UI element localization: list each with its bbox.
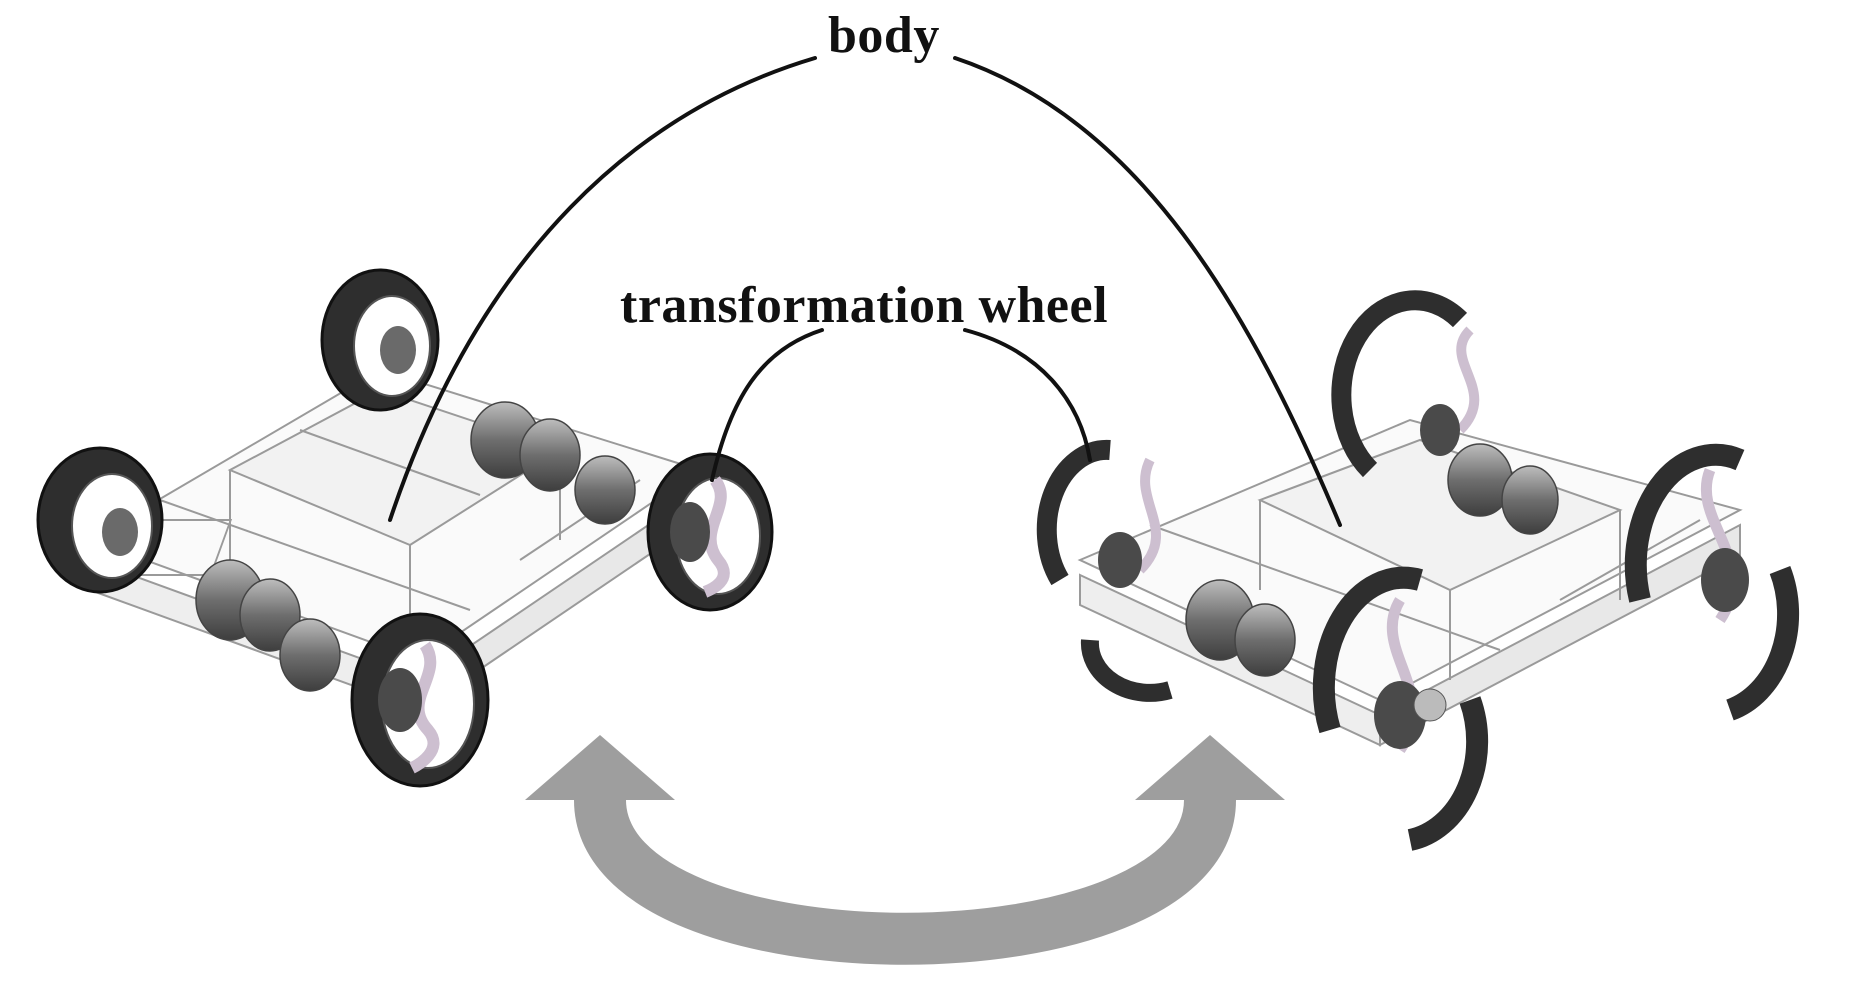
leader-body-left xyxy=(388,56,817,522)
leader-wheel-left xyxy=(710,328,824,482)
leg-wheel-right-back-bottom xyxy=(1036,439,1173,702)
label-body: body xyxy=(828,7,940,64)
leg-wheel-right-back-top xyxy=(1331,290,1480,478)
transformation-arrow xyxy=(525,735,1285,965)
leg-wheel-right-front-bottom xyxy=(1312,566,1489,851)
leg-wheel-right-front-top xyxy=(1624,443,1800,721)
leader-lines xyxy=(388,56,1342,527)
motors-left xyxy=(195,401,636,692)
wheel-left-back-top xyxy=(320,268,440,412)
label-transformation-wheel: transformation wheel xyxy=(620,277,1109,334)
wheel-left-front-top xyxy=(646,452,774,612)
leader-wheel-right xyxy=(963,328,1092,462)
wheel-left-front-bottom xyxy=(350,612,490,788)
motors-right xyxy=(1185,443,1559,677)
wheel-left-back-bottom xyxy=(36,446,164,594)
leader-body-right xyxy=(953,56,1342,527)
robot-leg-mode xyxy=(1036,290,1800,851)
robot-wheel-mode xyxy=(36,268,774,788)
